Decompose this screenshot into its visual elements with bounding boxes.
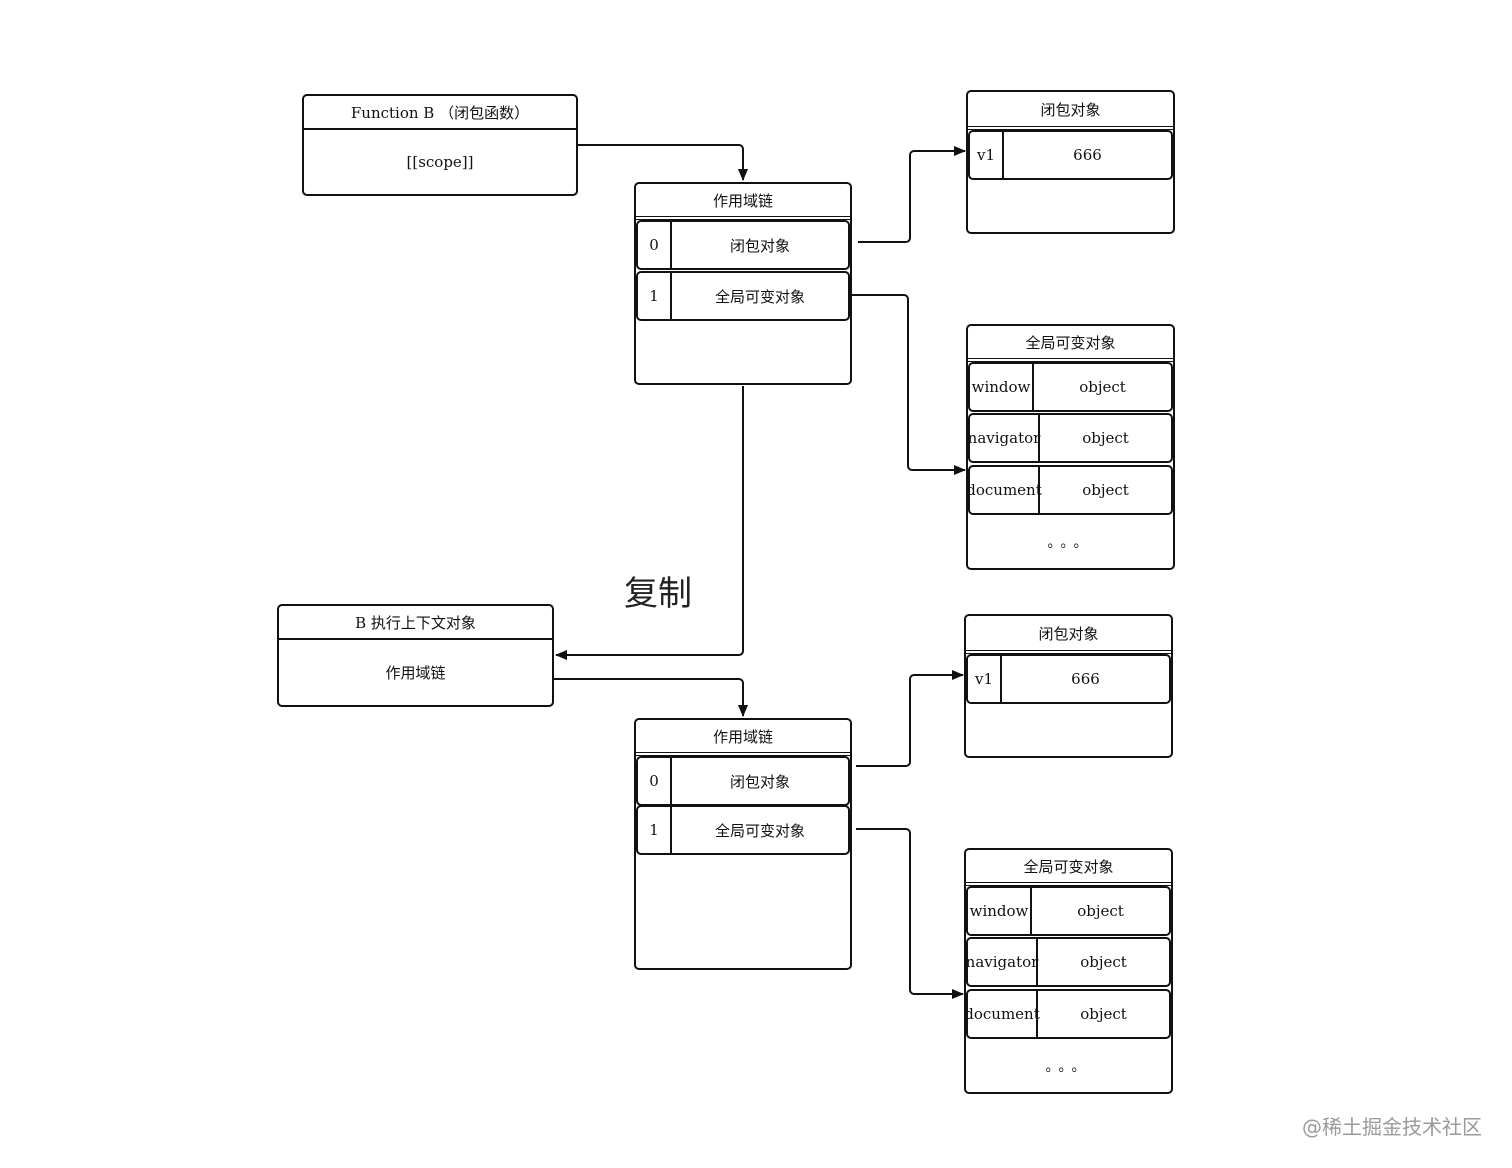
arrow-scope-to-chain-1 bbox=[528, 144, 748, 181]
row-label: 全局可变对象 bbox=[714, 287, 805, 306]
row-value: object bbox=[1079, 378, 1126, 396]
arrow-chain2-to-global2 bbox=[856, 828, 964, 999]
scope-chain-2-row-0: 0 闭包对象 bbox=[636, 756, 850, 806]
scope-chain-2-box: 作用域链 0 闭包对象 1 全局可变对象 bbox=[634, 718, 852, 970]
global-object-2-row-document: document object bbox=[964, 989, 1171, 1039]
global-object-1-title: 全局可变对象 bbox=[968, 326, 1173, 362]
row-key: v1 bbox=[968, 656, 1002, 702]
closure-object-1-box: 闭包对象 v1 666 bbox=[966, 90, 1175, 234]
row-value: 666 bbox=[1071, 670, 1100, 688]
global-object-2-row-window: window object bbox=[966, 886, 1171, 936]
closure-object-1-row: v1 666 bbox=[968, 130, 1173, 180]
scope-chain-1-row-1: 1 全局可变对象 bbox=[636, 271, 850, 321]
closure-object-1-title: 闭包对象 bbox=[968, 92, 1173, 130]
watermark: @稀土掘金技术社区 bbox=[1302, 1115, 1482, 1139]
row-index: 0 bbox=[638, 758, 672, 804]
global-object-1-ellipsis: 。。。 bbox=[1047, 535, 1094, 551]
closure-object-2-title: 闭包对象 bbox=[966, 616, 1171, 654]
scope-chain-2-title: 作用域链 bbox=[636, 720, 850, 756]
row-value: object bbox=[1082, 481, 1129, 499]
row-key: navigator bbox=[968, 415, 1040, 461]
row-key: document bbox=[964, 991, 1040, 1037]
exec-context-title: B 执行上下文对象 bbox=[279, 606, 552, 640]
arrow-chain1-to-global1 bbox=[852, 294, 966, 475]
function-b-box: Function B （闭包函数） [[scope]] bbox=[302, 94, 578, 196]
exec-context-box: B 执行上下文对象 作用域链 bbox=[277, 604, 554, 707]
row-value: object bbox=[1077, 902, 1124, 920]
exec-context-scope-chain: 作用域链 bbox=[385, 664, 446, 682]
arrow-chain1-to-closure1 bbox=[858, 146, 966, 243]
row-key: v1 bbox=[970, 132, 1004, 178]
row-index: 1 bbox=[638, 807, 672, 853]
copy-label: 复制 bbox=[624, 574, 692, 614]
row-key: window bbox=[970, 364, 1034, 410]
arrow-copy-chain-to-exec bbox=[555, 386, 744, 660]
row-value: object bbox=[1080, 1005, 1127, 1023]
closure-object-2-box: 闭包对象 v1 666 bbox=[964, 614, 1173, 758]
row-label: 闭包对象 bbox=[729, 236, 790, 255]
scope-chain-1-title: 作用域链 bbox=[636, 184, 850, 220]
function-b-title: Function B （闭包函数） bbox=[304, 96, 576, 130]
global-object-2-ellipsis: 。。。 bbox=[1045, 1059, 1092, 1075]
function-b-scope: [[scope]] bbox=[406, 153, 474, 171]
row-key: navigator bbox=[966, 939, 1038, 985]
scope-chain-2-row-1: 1 全局可变对象 bbox=[636, 805, 850, 855]
arrow-exec-to-chain-2 bbox=[554, 678, 748, 717]
scope-chain-1-row-0: 0 闭包对象 bbox=[636, 220, 850, 270]
global-object-1-row-document: document object bbox=[966, 465, 1173, 515]
row-key: document bbox=[966, 467, 1042, 513]
row-label: 闭包对象 bbox=[729, 772, 790, 791]
row-label: 全局可变对象 bbox=[714, 821, 805, 840]
scope-chain-1-box: 作用域链 0 闭包对象 1 全局可变对象 bbox=[634, 182, 852, 385]
row-key: window bbox=[968, 888, 1032, 934]
row-value: 666 bbox=[1073, 146, 1102, 164]
global-object-1-row-window: window object bbox=[968, 362, 1173, 412]
row-index: 1 bbox=[638, 273, 672, 319]
arrow-chain2-to-closure2 bbox=[856, 670, 964, 767]
row-index: 0 bbox=[638, 222, 672, 268]
row-value: object bbox=[1080, 953, 1127, 971]
global-object-2-row-navigator: navigator object bbox=[966, 937, 1171, 987]
global-object-2-box: 全局可变对象 window object navigator object do… bbox=[964, 848, 1173, 1094]
global-object-1-row-navigator: navigator object bbox=[968, 413, 1173, 463]
row-value: object bbox=[1082, 429, 1129, 447]
closure-object-2-row: v1 666 bbox=[966, 654, 1171, 704]
global-object-1-box: 全局可变对象 window object navigator object do… bbox=[966, 324, 1175, 570]
global-object-2-title: 全局可变对象 bbox=[966, 850, 1171, 886]
